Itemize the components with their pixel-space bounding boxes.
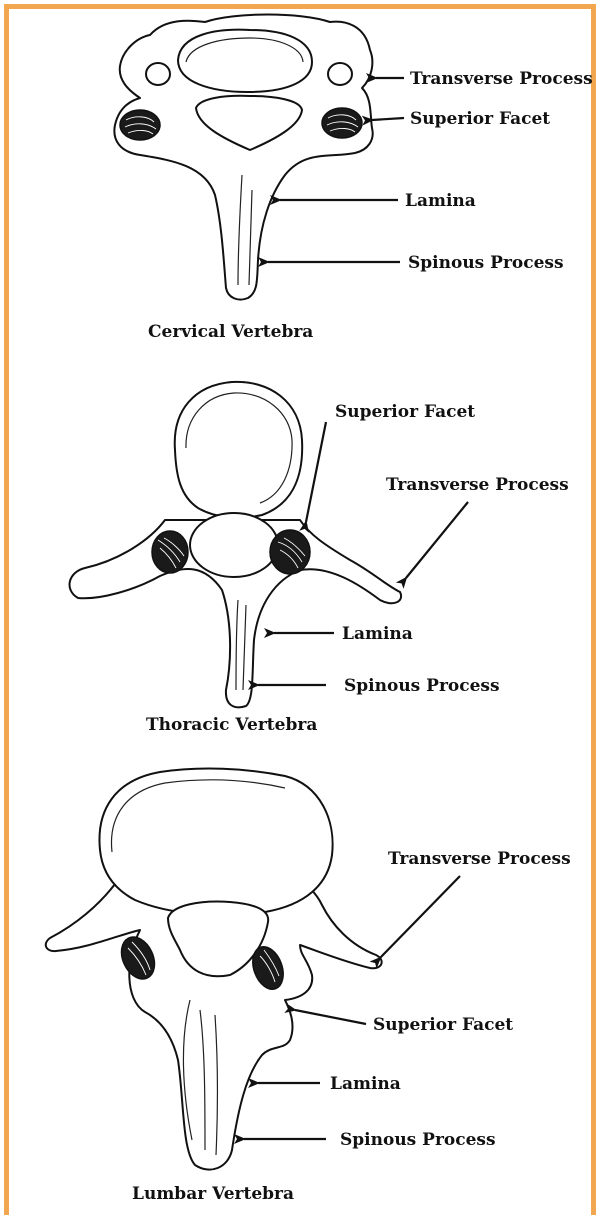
lumbar-superior-facet-label: Superior Facet: [373, 1015, 513, 1035]
lumbar-superior-facet-arrow: [295, 1010, 366, 1024]
cervical-superior-facet-right: [322, 108, 362, 138]
lumbar-lamina-label: Lamina: [330, 1074, 401, 1094]
thoracic-caption: Thoracic Vertebra: [146, 715, 317, 735]
cervical-spinous-process-label: Spinous Process: [408, 253, 564, 273]
thoracic-vertebra: [70, 382, 402, 707]
thoracic-superior-facet-label: Superior Facet: [335, 402, 475, 422]
cervical-transverse-process-label: Transverse Process: [410, 69, 593, 89]
thoracic-vertebral-body: [175, 382, 302, 518]
lumbar-transverse-process-label: Transverse Process: [388, 849, 571, 869]
cervical-vertebra: [114, 15, 372, 300]
cervical-transverse-foramen-left: [146, 63, 170, 85]
lumbar-spinous-process-label: Spinous Process: [340, 1130, 496, 1150]
thoracic-transverse-process-arrow: [406, 502, 468, 578]
cervical-lamina-label: Lamina: [405, 191, 476, 211]
thoracic-transverse-process-label: Transverse Process: [386, 475, 569, 495]
cervical-superior-facet-arrow: [372, 118, 404, 120]
thoracic-superior-facet-right: [270, 530, 310, 574]
cervical-superior-facet-left: [120, 110, 160, 140]
lumbar-vertebral-body: [99, 769, 332, 915]
cervical-vertebral-body: [178, 30, 312, 92]
lumbar-vertebra: [46, 769, 382, 1170]
thoracic-vertebral-foramen: [190, 513, 278, 577]
thoracic-lamina-label: Lamina: [342, 624, 413, 644]
lumbar-caption: Lumbar Vertebra: [132, 1184, 294, 1204]
thoracic-spinous-process-label: Spinous Process: [344, 676, 500, 696]
cervical-superior-facet-label: Superior Facet: [410, 109, 550, 129]
lumbar-transverse-process-arrow: [380, 876, 460, 958]
cervical-caption: Cervical Vertebra: [148, 322, 313, 342]
thoracic-superior-facet-arrow: [306, 422, 326, 522]
cervical-transverse-foramen-right: [328, 63, 352, 85]
thoracic-superior-facet-left: [152, 531, 188, 573]
